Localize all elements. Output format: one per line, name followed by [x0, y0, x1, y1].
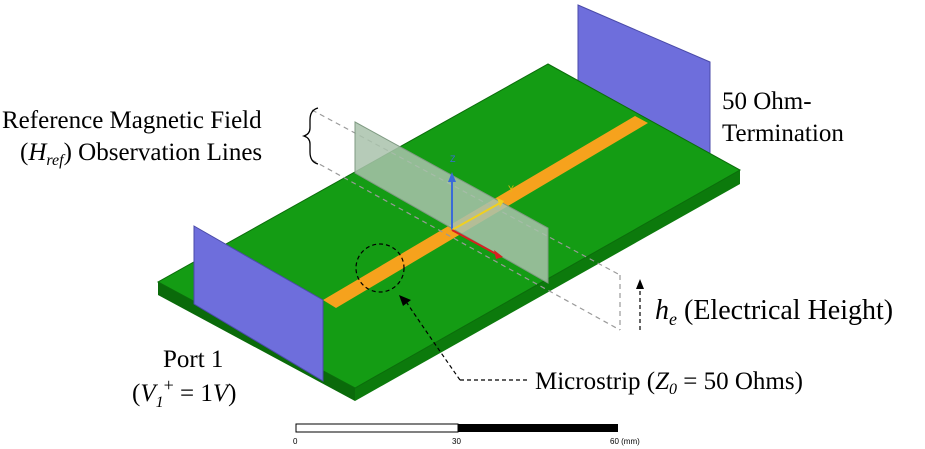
- reference-field-label-line2: (Href) Observation Lines: [20, 139, 262, 169]
- scale-bar: 0 30 60 (mm): [293, 423, 640, 446]
- height-arrow: [636, 279, 644, 330]
- scale-tick-60: 60 (mm): [610, 437, 640, 446]
- reference-field-label-line1: Reference Magnetic Field: [2, 107, 262, 134]
- substrate-edge-right: [355, 170, 740, 401]
- microstrip-highlight-circle: [355, 243, 405, 293]
- electrical-height-label: he (Electrical Height): [655, 295, 893, 329]
- coordinate-axes: Z Y: [448, 154, 514, 259]
- scale-tick-0: 0: [293, 437, 298, 446]
- port-label-line1: Port 1: [163, 346, 223, 373]
- microstrip-pointer-arrow: [404, 299, 530, 381]
- axis-y-label: Y: [508, 184, 514, 194]
- reference-brace: [301, 107, 319, 165]
- termination-label-line2: Termination: [722, 120, 844, 147]
- microstrip-label: Microstrip (Z0 = 50 Ohms): [535, 368, 803, 398]
- port-label-line2: (V1+ = 1V): [132, 375, 236, 411]
- scale-tick-30: 30: [452, 437, 461, 446]
- termination-label-line1: 50 Ohm-: [722, 88, 812, 115]
- axis-z-label: Z: [450, 154, 456, 164]
- port-plane: [193, 225, 324, 382]
